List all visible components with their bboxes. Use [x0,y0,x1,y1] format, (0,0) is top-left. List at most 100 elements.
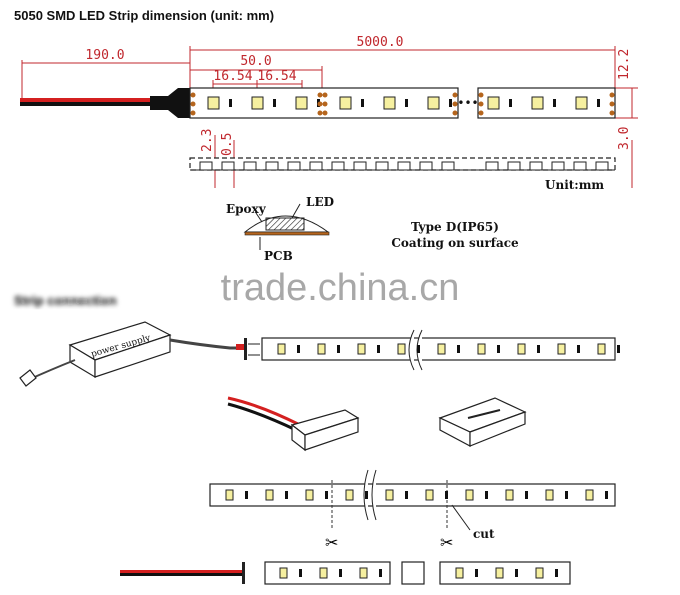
led-chip [225,489,234,501]
led-chip [339,96,352,110]
resistor [245,491,248,499]
resistor [299,569,302,577]
solder-pad [190,110,196,116]
solder-pad [317,110,323,116]
led-chip [359,567,368,579]
led-profile [529,161,543,171]
solder-pad [609,92,615,98]
led-chip [317,343,326,355]
section-heading-blurred: Strip connection [14,293,117,308]
led-label: LED [306,195,334,209]
led-chip [465,489,474,501]
dim-wire-length: 190.0 [85,48,124,63]
resistor [339,569,342,577]
solder-pad [322,92,328,98]
led-strip-top-view: ••• [189,87,616,119]
page-title: 5050 SMD LED Strip dimension (unit: mm) [14,8,274,23]
solder-pad [452,101,458,107]
resistor [485,491,488,499]
resistor [553,99,556,107]
solder-pad [190,92,196,98]
solder-pad [317,101,323,107]
resistor [285,491,288,499]
coating-label: Coating on surface [391,236,519,250]
solder-pad [452,110,458,116]
solder-pad [478,110,484,116]
dim-total-thickness: 3.0 [617,127,632,150]
led-chip [207,96,220,110]
led-chip [517,343,526,355]
resistor [457,345,460,353]
resistor [555,569,558,577]
led-profile [243,161,257,171]
unit-label: Unit:mm [545,178,604,192]
resistor [617,345,620,353]
wire-connector [227,396,360,452]
solder-pad [317,92,323,98]
resistor [497,345,500,353]
resistor [297,345,300,353]
resistor [577,345,580,353]
led-profile [397,161,411,171]
led-profile [441,161,455,171]
resistor [325,491,328,499]
lead-wire [20,88,190,118]
led-profile [419,161,433,171]
led-chip [495,567,504,579]
power-supply [19,321,260,387]
led-chip [505,489,514,501]
watermark: trade.china.cn [221,267,460,309]
dim-cut-unit: 50.0 [240,54,271,69]
resistor [515,569,518,577]
dim-led-pitch-2: 16.54 [257,69,296,84]
led-chip [535,567,544,579]
resistor [405,99,408,107]
led-chip [345,489,354,501]
resistor [405,491,408,499]
led-chip [425,489,434,501]
led-profile [507,161,521,171]
led-chip [265,489,274,501]
resistor [445,491,448,499]
solder-pad [452,92,458,98]
led-chip [477,343,486,355]
led-chip [277,343,286,355]
type-label: Type D(IP65) [411,220,499,234]
led-strip-connected [261,329,620,371]
led-chip [487,96,500,110]
resistor [537,345,540,353]
led-chip [251,96,264,110]
solder-pad [609,101,615,107]
resistor [509,99,512,107]
dim-led-height: 2.3 [200,129,215,152]
led-profile [221,161,235,171]
resistor [337,345,340,353]
led-chip [279,567,288,579]
dim-width: 12.2 [617,49,632,80]
led-chip [305,489,314,501]
resistor [273,99,276,107]
resistor [525,491,528,499]
led-chip [385,489,394,501]
led-chip [531,96,544,110]
solder-pad [478,92,484,98]
dim-total-length: 5000.0 [357,35,404,50]
cross-section-diagram [243,203,330,250]
solder-pad [190,101,196,107]
led-chip [427,96,440,110]
led-chip [557,343,566,355]
plug-icon [19,369,37,387]
epoxy-label: Epoxy [226,202,267,216]
led-profile [309,161,323,171]
led-chip [319,567,328,579]
strip-to-strip-clip [438,397,527,447]
led-chip [397,343,406,355]
led-chip [545,489,554,501]
led-profile [375,161,389,171]
scissors-icon: ✂ [440,535,453,552]
solder-pad [322,101,328,107]
dim-led-pitch-1: 16.54 [213,69,252,84]
led-profile [595,161,609,171]
